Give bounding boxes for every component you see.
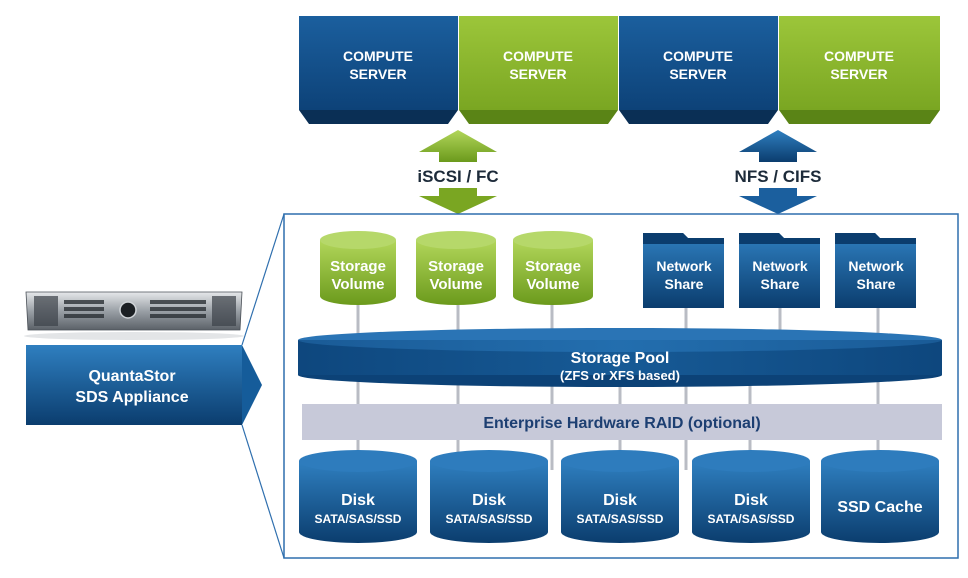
storage-volume-1-line2: Volume bbox=[331, 276, 384, 293]
compute-server-2-line1: COMPUTE bbox=[503, 48, 573, 64]
disk-4-title: Disk bbox=[734, 492, 768, 509]
compute-servers: COMPUTE SERVER COMPUTE SERVER COMPUTE SE… bbox=[299, 16, 940, 124]
compute-server-1-line1: COMPUTE bbox=[343, 48, 413, 64]
rack-server-image bbox=[24, 291, 244, 340]
network-share-3-line2: Share bbox=[857, 276, 896, 292]
appliance-label-box: QuantaStor SDS Appliance bbox=[26, 345, 262, 425]
disks: Disk SATA/SAS/SSD Disk SATA/SAS/SSD Disk… bbox=[299, 450, 939, 543]
storage-volume-1-line1: Storage bbox=[330, 258, 386, 275]
protocol-label-iscsi: iSCSI / FC bbox=[417, 167, 498, 186]
network-share-1-line2: Share bbox=[665, 276, 704, 292]
connector-bottom bbox=[241, 424, 285, 559]
disk-2-title: Disk bbox=[472, 492, 506, 509]
protocol-arrow-nfs: NFS / CIFS bbox=[735, 130, 822, 214]
disk-3-title: Disk bbox=[603, 492, 637, 509]
storage-volume-3-line2: Volume bbox=[526, 276, 579, 293]
disk-2-subtitle: SATA/SAS/SSD bbox=[446, 512, 533, 526]
storage-pool-subtitle: (ZFS or XFS based) bbox=[560, 368, 680, 383]
network-share-2-line1: Network bbox=[752, 258, 807, 274]
compute-server-2: COMPUTE SERVER bbox=[459, 16, 618, 124]
hardware-raid-label: Enterprise Hardware RAID (optional) bbox=[483, 415, 760, 432]
compute-server-3: COMPUTE SERVER bbox=[619, 16, 778, 124]
disk-ssd-cache: SSD Cache bbox=[821, 450, 939, 543]
compute-server-4: COMPUTE SERVER bbox=[779, 16, 940, 124]
disk-4: Disk SATA/SAS/SSD bbox=[692, 450, 810, 543]
compute-server-1: COMPUTE SERVER bbox=[299, 16, 458, 124]
network-shares: Network Share Network Share Network Shar… bbox=[643, 233, 916, 308]
disk-2: Disk SATA/SAS/SSD bbox=[430, 450, 548, 543]
protocol-label-nfs: NFS / CIFS bbox=[735, 167, 822, 186]
disk-1: Disk SATA/SAS/SSD bbox=[299, 450, 417, 543]
disk-ssd-cache-title: SSD Cache bbox=[837, 499, 922, 516]
protocol-arrow-iscsi: iSCSI / FC bbox=[417, 130, 499, 214]
storage-pool-title: Storage Pool bbox=[571, 350, 670, 367]
compute-server-3-line1: COMPUTE bbox=[663, 48, 733, 64]
storage-volume-3: Storage Volume bbox=[513, 231, 593, 305]
compute-server-4-line2: SERVER bbox=[830, 66, 887, 82]
disk-1-subtitle: SATA/SAS/SSD bbox=[315, 512, 402, 526]
connector-top bbox=[241, 213, 285, 346]
network-share-3: Network Share bbox=[835, 233, 916, 308]
network-share-1: Network Share bbox=[643, 233, 724, 308]
disk-3-subtitle: SATA/SAS/SSD bbox=[577, 512, 664, 526]
storage-volume-2: Storage Volume bbox=[416, 231, 496, 305]
network-share-1-line1: Network bbox=[656, 258, 711, 274]
compute-server-1-line2: SERVER bbox=[349, 66, 406, 82]
appliance-line2: SDS Appliance bbox=[75, 389, 188, 406]
disk-4-subtitle: SATA/SAS/SSD bbox=[708, 512, 795, 526]
disk-3: Disk SATA/SAS/SSD bbox=[561, 450, 679, 543]
compute-server-3-line2: SERVER bbox=[669, 66, 726, 82]
network-share-2: Network Share bbox=[739, 233, 820, 308]
network-share-2-line2: Share bbox=[761, 276, 800, 292]
storage-volumes: Storage Volume Storage Volume Storage Vo… bbox=[320, 231, 593, 305]
appliance-line1: QuantaStor bbox=[88, 368, 175, 385]
network-share-3-line1: Network bbox=[848, 258, 903, 274]
hardware-raid: Enterprise Hardware RAID (optional) bbox=[302, 404, 942, 440]
storage-volume-3-line1: Storage bbox=[525, 258, 581, 275]
storage-volume-2-line2: Volume bbox=[429, 276, 482, 293]
compute-server-4-line1: COMPUTE bbox=[824, 48, 894, 64]
compute-server-2-line2: SERVER bbox=[509, 66, 566, 82]
storage-pool: Storage Pool (ZFS or XFS based) bbox=[298, 328, 942, 387]
disk-1-title: Disk bbox=[341, 492, 375, 509]
storage-volume-1: Storage Volume bbox=[320, 231, 396, 305]
storage-volume-2-line1: Storage bbox=[428, 258, 484, 275]
